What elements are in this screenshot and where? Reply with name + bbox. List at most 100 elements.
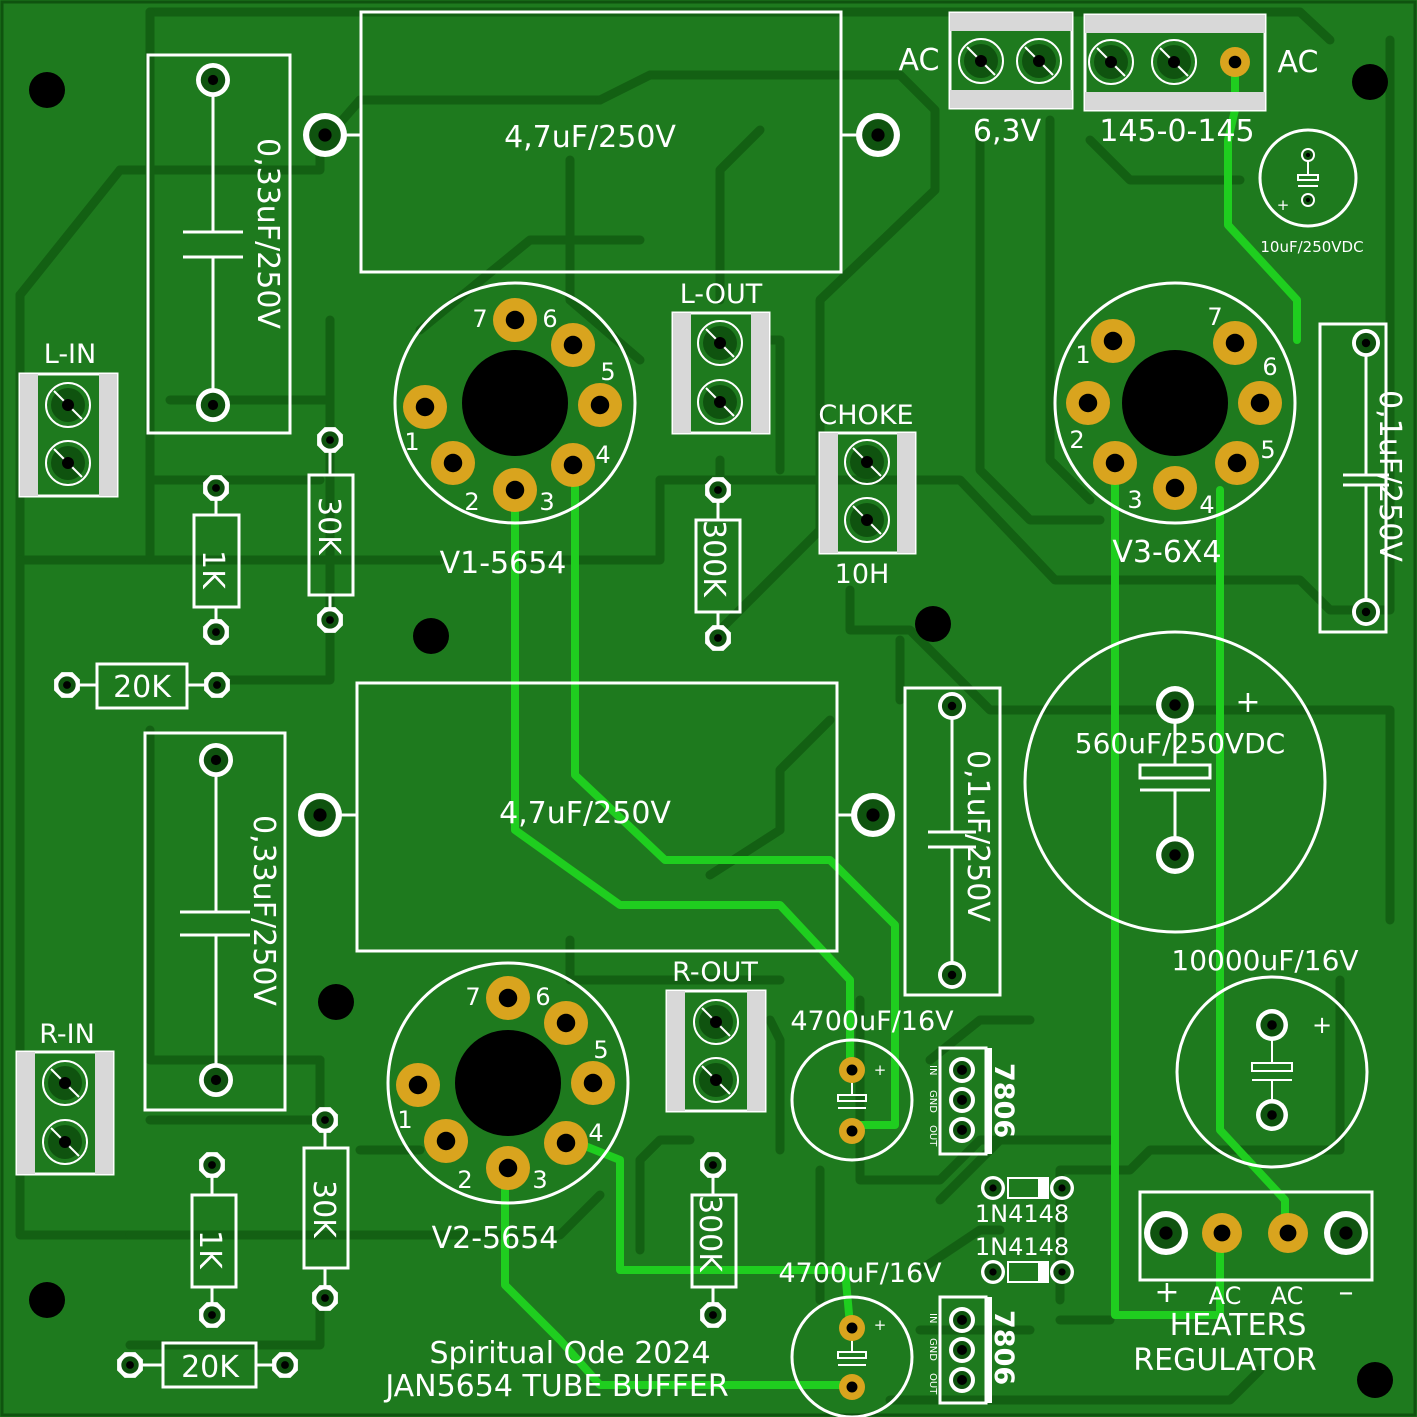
main-filter-cap-pad (1156, 686, 1194, 724)
coupling-cap-left-top: 0,33uF/250V (146, 53, 292, 435)
resistor-pad (199, 1302, 225, 1328)
tube-pin (396, 1063, 440, 1107)
tube-pin (1066, 381, 1110, 425)
screw-terminal (45, 440, 91, 486)
diode-pad (981, 1260, 1005, 1284)
heaters-minus-label: – (1339, 1275, 1354, 1310)
screw-terminal (693, 999, 739, 1045)
tube-pin-label: 2 (457, 1166, 472, 1194)
screw-terminal (697, 320, 743, 366)
reg-top-pin-out: OUT (927, 1125, 938, 1147)
tube-pin-label: 1 (1075, 341, 1090, 369)
resistor-pad (705, 625, 731, 651)
film-cap-top-pad (303, 113, 347, 157)
tube-pin-label: 4 (595, 441, 610, 469)
resistor-pad (705, 477, 731, 503)
res-30k-top-label: 30K (311, 497, 346, 556)
resistor-pad (203, 475, 229, 501)
diode-pad (981, 1176, 1005, 1200)
film-cap-top-label: 4,7uF/250V (504, 120, 676, 155)
screw-terminal (844, 497, 890, 543)
film-cap-bottom-pad (851, 793, 895, 837)
main-filter-cap-pad (1156, 836, 1194, 874)
cap-10uf-pad (1301, 193, 1315, 207)
tube-pin-label: 7 (1207, 303, 1222, 331)
heaters-ac1-label: AC (1209, 1282, 1242, 1310)
regulator-pad (949, 1057, 975, 1083)
cap-10uf-pad (1301, 148, 1315, 162)
mounting-hole (1352, 64, 1388, 100)
reg-top-pin-gnd: GND (927, 1090, 938, 1113)
tube-pin-label: 6 (1262, 353, 1277, 381)
screw-terminal (693, 1057, 739, 1103)
screw-terminal (1151, 39, 1197, 85)
heater-header-pad (1268, 1213, 1308, 1253)
res-1k-top-label: 1K (195, 550, 230, 590)
heaters-plus-label: + (1154, 1275, 1179, 1310)
resistor-pad (199, 1152, 225, 1178)
mounting-hole (915, 606, 951, 642)
l-out-label: L-OUT (680, 279, 763, 310)
tube-pin-label: 7 (465, 983, 480, 1011)
res-300k-bottom-label: 300K (692, 1195, 727, 1273)
main-filter-cap: + 560uF/250VDC (1023, 630, 1327, 934)
r-out-label: R-OUT (672, 957, 758, 988)
cap-10uf-plus: + (1277, 196, 1290, 214)
resistor-pad (203, 619, 229, 645)
tube-socket-v1: V1-5654 (393, 281, 637, 581)
tube-pin-label: 1 (397, 1106, 412, 1134)
heater-header-pad (1202, 1213, 1242, 1253)
cap-4700uf-bottom-plus: + (874, 1316, 887, 1334)
tube-v2-label: V2-5654 (432, 1221, 559, 1256)
cap-4700uf-top-plus: + (874, 1061, 887, 1079)
l-in-label: L-IN (44, 339, 96, 370)
heater-header-pad (1144, 1211, 1188, 1255)
cap-10000uf-label: 10000uF/16V (1171, 944, 1358, 977)
resistor-pad (117, 1352, 143, 1378)
ac-right-label: AC (1278, 45, 1319, 80)
diode-pad (1050, 1260, 1074, 1284)
regulator-pad (949, 1337, 975, 1363)
tube-v3-label: V3-6X4 (1112, 535, 1221, 570)
resistor-pad (54, 672, 80, 698)
choke-label: CHOKE (818, 400, 913, 431)
tube-pin (544, 1001, 588, 1045)
coupling-cap-left-top-label: 0,33uF/250V (250, 138, 285, 329)
tube-pin-label: 3 (1127, 486, 1142, 514)
ac-left-label: AC (899, 43, 940, 78)
conn-145-label: 145-0-145 (1099, 114, 1254, 149)
bypass-cap-mid-label: 0,1uF/250V (960, 750, 995, 922)
mounting-hole (1357, 1362, 1393, 1398)
main-filter-cap-plus: + (1235, 685, 1260, 720)
bypass-cap-right: 0,1uF/250V (1318, 322, 1407, 634)
cap-10uf-label: 10uF/250VDC (1260, 238, 1363, 256)
bypass-cap-pad (1352, 598, 1380, 626)
reg-bottom-pin-gnd: GND (927, 1338, 938, 1361)
regulator-pad (949, 1367, 975, 1393)
tube-pin-label: 5 (1260, 436, 1275, 464)
heaters-title-1: HEATERS (1170, 1308, 1307, 1343)
res-30k-bottom-label: 30K (306, 1180, 341, 1239)
cap-4700uf-top-label: 4700uF/16V (790, 1006, 954, 1037)
regulator-pad (949, 1117, 975, 1143)
diode-top-label: 1N4148 (975, 1200, 1069, 1228)
reg-bottom-pin-in: IN (927, 1313, 938, 1323)
resistor-pad (312, 1107, 338, 1133)
tube-pin-label: 7 (472, 305, 487, 333)
tube-pin (486, 1146, 530, 1190)
screw-terminal (844, 439, 890, 485)
diode-bottom-label: 1N4148 (975, 1233, 1069, 1261)
regulator-pad (949, 1087, 975, 1113)
tube-pin (1238, 381, 1282, 425)
tube-v1-label: V1-5654 (440, 546, 567, 581)
tube-pin-label: 3 (532, 1166, 547, 1194)
cap-10000uf-plus: + (1312, 1011, 1332, 1039)
mounting-holes (29, 64, 1393, 1398)
tube-pin-label: 6 (535, 983, 550, 1011)
mounting-hole (29, 1282, 65, 1318)
tube-pin-label: 5 (593, 1036, 608, 1064)
film-cap-top-pad (856, 113, 900, 157)
